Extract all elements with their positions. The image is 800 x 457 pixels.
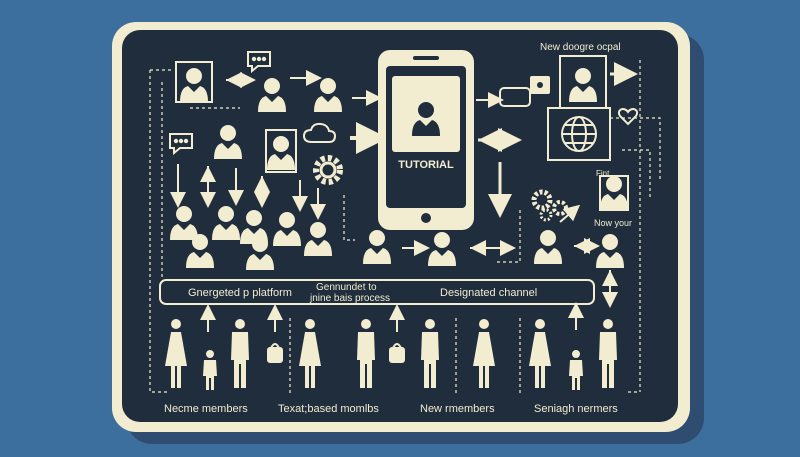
profile-frame-2 bbox=[265, 129, 297, 173]
cloud-icon bbox=[302, 122, 337, 143]
info-bar bbox=[159, 279, 595, 305]
bottom-arrows bbox=[200, 302, 584, 332]
flow-arrows bbox=[170, 62, 638, 308]
profile-frame-1 bbox=[175, 61, 213, 103]
group-dividers bbox=[289, 318, 521, 396]
bar-label-right: Designated channel bbox=[440, 287, 537, 299]
people-top-row bbox=[175, 61, 342, 173]
tutorial-phone: TUTORIAL bbox=[378, 50, 474, 230]
bottom-label-1: Necme members bbox=[164, 403, 248, 415]
phone-label: TUTORIAL bbox=[398, 159, 454, 171]
connector-lines bbox=[149, 60, 661, 393]
top-right-label: New doogre ocpal bbox=[540, 42, 621, 53]
bottom-label-2: Texat;based momlbs bbox=[278, 403, 379, 415]
gear-icon bbox=[313, 155, 343, 185]
side-label-2: Now your bbox=[594, 218, 632, 228]
globe-icon bbox=[561, 116, 597, 152]
bottom-label-4: Seniagh nermers bbox=[534, 403, 618, 415]
gears-icon bbox=[531, 189, 568, 222]
heart-icon bbox=[618, 108, 638, 126]
side-label-1: Fint bbox=[596, 169, 610, 178]
bar-label-middle-2: jnine bais process bbox=[309, 293, 390, 304]
bottom-label-3: New rmembers bbox=[420, 403, 495, 415]
bag-icon bbox=[267, 343, 405, 363]
chat-bubble-icon bbox=[169, 51, 271, 156]
right-top-cluster bbox=[499, 55, 638, 161]
bar-label-middle-1: Gennundet to bbox=[316, 282, 377, 293]
bar-label-left: Gnergeted p platform bbox=[188, 287, 292, 299]
